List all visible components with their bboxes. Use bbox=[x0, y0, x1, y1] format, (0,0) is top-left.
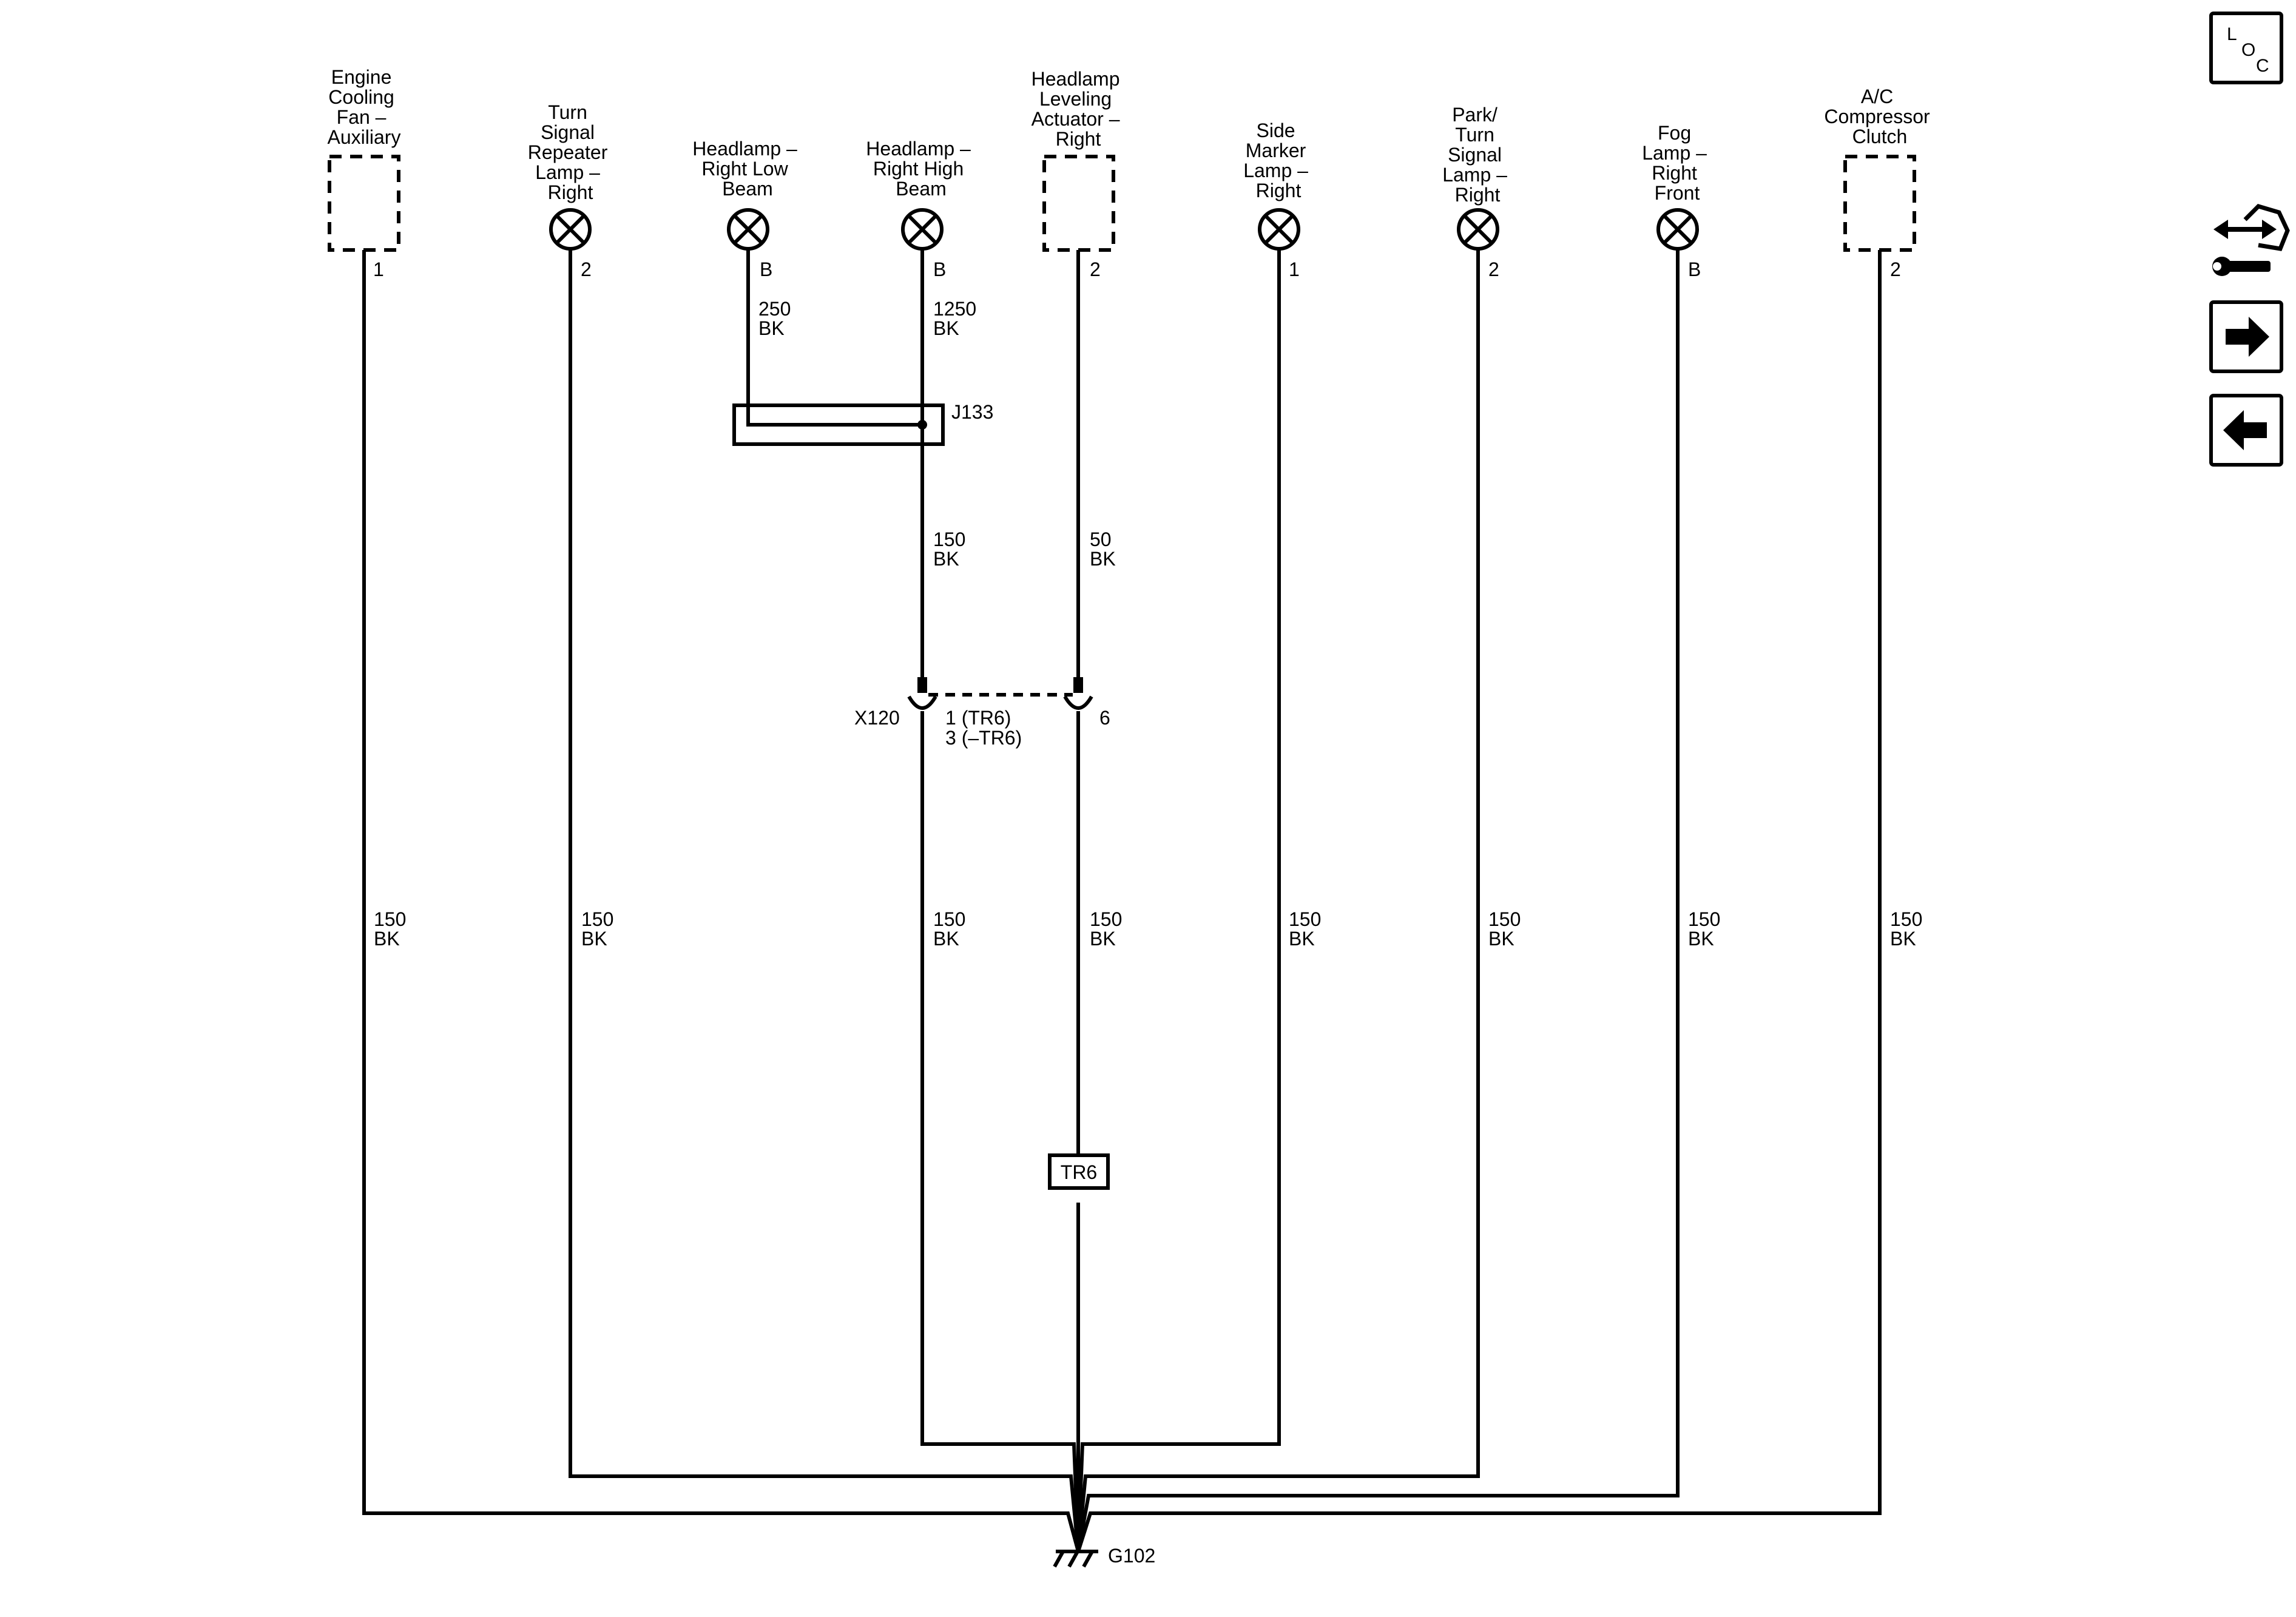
component-label: Turn Signal Repeater Lamp – Right bbox=[528, 101, 613, 203]
option-box-outline bbox=[1048, 1153, 1110, 1190]
terminal-socket-1 bbox=[907, 695, 937, 710]
wire-turn-signal-repeater bbox=[569, 249, 1080, 1552]
module-outline bbox=[1843, 155, 1916, 252]
terminal-pin-1 bbox=[917, 677, 927, 693]
pin-label: 1 bbox=[373, 258, 384, 280]
option-box-tr6[interactable]: TR6 bbox=[1048, 1153, 1110, 1190]
inline-connector-x120[interactable]: X120 1 (TR6) 3 (–TR6) 6 bbox=[854, 677, 1110, 749]
component-ac-compressor-clutch[interactable]: A/C Compressor Clutch 2 bbox=[1824, 86, 1935, 280]
ground-hatch bbox=[1067, 1550, 1079, 1568]
ground-hatch bbox=[1082, 1550, 1094, 1568]
component-label: Headlamp – Right High Beam bbox=[866, 138, 976, 200]
component-label: Side Marker Lamp – Right bbox=[1243, 120, 1314, 201]
component-label: A/C Compressor Clutch bbox=[1824, 86, 1935, 147]
loc-letter-l: L bbox=[2227, 24, 2237, 44]
pin-label: B bbox=[1688, 258, 1701, 280]
pin-label: 2 bbox=[1090, 258, 1101, 280]
pin-label: 2 bbox=[581, 258, 592, 280]
ground-label: G102 bbox=[1108, 1545, 1155, 1567]
splice-box bbox=[732, 403, 945, 446]
lamp-symbol bbox=[1656, 208, 1699, 251]
arrow-left-icon[interactable] bbox=[2209, 394, 2283, 467]
lamp-symbol bbox=[1258, 208, 1300, 251]
wire-engine-cooling-fan bbox=[362, 250, 1080, 1552]
wire-fog-lamp bbox=[1076, 249, 1680, 1552]
arrow-right-glyph bbox=[2226, 317, 2269, 357]
wire-park-turn bbox=[1076, 249, 1480, 1552]
pin-label: B bbox=[760, 258, 772, 280]
component-label: Engine Cooling Fan – Auxiliary bbox=[328, 66, 401, 148]
pin-label: B bbox=[933, 258, 946, 280]
option-box-label: TR6 bbox=[1061, 1161, 1097, 1183]
pin-label: 1 bbox=[1289, 258, 1300, 280]
module-outline bbox=[1042, 155, 1115, 252]
component-headlamp-right-high-beam[interactable]: Headlamp – Right High Beam B bbox=[866, 138, 976, 280]
lamp-symbol bbox=[549, 208, 592, 251]
component-headlamp-leveling-actuator-right[interactable]: Headlamp Leveling Actuator – Right 2 bbox=[1032, 68, 1126, 280]
loc-button[interactable]: L O C bbox=[2209, 12, 2283, 84]
wires bbox=[362, 249, 1882, 1552]
lamp-symbol bbox=[901, 208, 944, 251]
lamp-symbol bbox=[727, 208, 769, 251]
connector-pin-a-label: 1 (TR6) 3 (–TR6) bbox=[945, 707, 1022, 749]
loc-letter-c: C bbox=[2256, 56, 2269, 76]
splice-j133[interactable]: J133 bbox=[732, 401, 993, 446]
arrow-right-icon[interactable] bbox=[2209, 300, 2283, 373]
arrow-left-glyph bbox=[2223, 410, 2267, 450]
component-engine-cooling-fan-auxiliary[interactable]: Engine Cooling Fan – Auxiliary 1 bbox=[328, 66, 401, 280]
loc-letter-o: O bbox=[2241, 40, 2255, 60]
component-label: Park/ Turn Signal Lamp – Right bbox=[1442, 104, 1513, 206]
component-label: Headlamp Leveling Actuator – Right bbox=[1032, 68, 1126, 150]
wire-ac-compressor bbox=[1076, 250, 1882, 1552]
terminal-socket-6 bbox=[1063, 695, 1093, 710]
wire-low-beam bbox=[746, 249, 922, 427]
connector-pin-b-label: 6 bbox=[1099, 707, 1110, 729]
pin-label: 2 bbox=[1890, 258, 1901, 280]
module-outline bbox=[328, 155, 400, 252]
splice-label: J133 bbox=[951, 401, 993, 423]
component-fog-lamp-right-front[interactable]: Fog Lamp – Right Front B bbox=[1642, 122, 1712, 280]
loc-button-frame bbox=[2209, 12, 2283, 84]
component-headlamp-right-low-beam[interactable]: Headlamp – Right Low Beam B bbox=[692, 138, 802, 280]
lamp-symbol bbox=[1457, 208, 1499, 251]
connector-label: X120 bbox=[854, 707, 900, 729]
ground-g102[interactable]: G102 bbox=[1053, 1545, 1155, 1568]
wire-side-marker bbox=[1076, 249, 1281, 1552]
terminal-pin-6 bbox=[1073, 677, 1083, 693]
splice-dot bbox=[917, 420, 927, 430]
component-label: Fog Lamp – Right Front bbox=[1642, 122, 1712, 204]
component-turn-signal-repeater-lamp-right[interactable]: Turn Signal Repeater Lamp – Right 2 bbox=[528, 101, 613, 280]
ground-hatch bbox=[1053, 1550, 1065, 1568]
connector-wrench-icon[interactable] bbox=[2212, 204, 2290, 276]
wire-x120-pin1 bbox=[920, 711, 1080, 1552]
pin-label: 2 bbox=[1488, 258, 1499, 280]
component-label: Headlamp – Right Low Beam bbox=[692, 138, 802, 200]
component-park-turn-signal-lamp-right[interactable]: Park/ Turn Signal Lamp – Right 2 bbox=[1442, 104, 1513, 280]
